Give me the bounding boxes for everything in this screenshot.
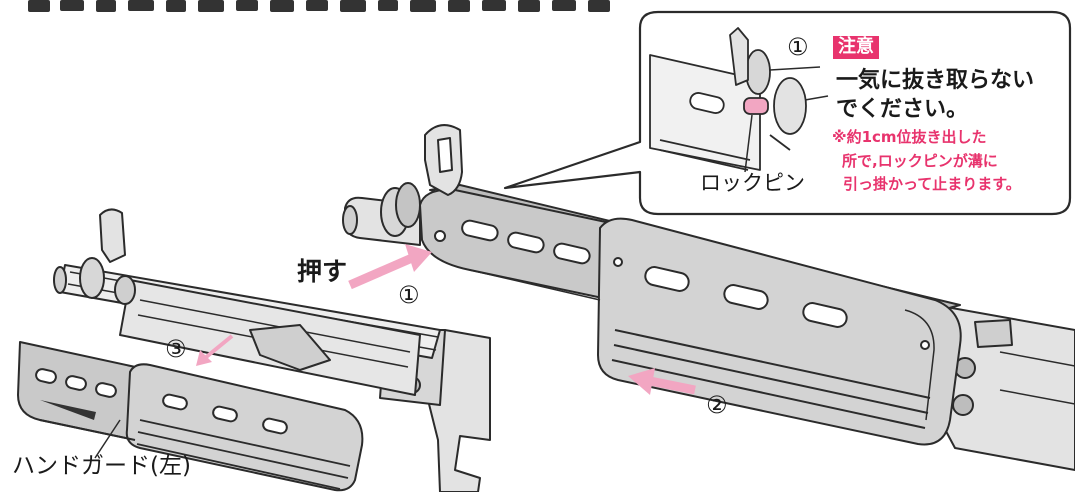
handguard-leader-line <box>94 419 121 459</box>
lock-pin-label: ロックピン <box>700 171 805 195</box>
arrow-push <box>348 244 432 290</box>
caution-main-line-1: 一気に抜き取らない <box>836 68 1035 93</box>
rear-handguard <box>597 217 962 446</box>
step-3-marker: ③ <box>165 335 187 363</box>
arrow-remove <box>196 334 234 366</box>
caution-note-line-1: ※約1cm位抜き出した <box>832 128 987 146</box>
removed-handguard <box>17 341 364 492</box>
cropped-heading-text <box>28 0 610 12</box>
handguard-left-label: ハンドガード(左) <box>12 453 191 479</box>
lock-pin-detail <box>743 97 769 115</box>
caution-main-line-2: でください。 <box>836 97 969 122</box>
callout-bubble <box>503 10 1072 216</box>
step-1-marker: ① <box>398 281 420 309</box>
caution-badge: 注意 <box>833 36 879 59</box>
arrow-slide <box>628 368 696 395</box>
push-label: 押す <box>297 257 348 286</box>
step-2-marker: ② <box>706 391 728 419</box>
callout-step-1-marker: ① <box>787 33 809 61</box>
rifle-secondary <box>53 208 491 493</box>
caution-note-line-3: 引っ掛かって止まります。 <box>843 175 1021 193</box>
caution-note-line-2: 所で,ロックピンが溝に <box>842 152 998 170</box>
